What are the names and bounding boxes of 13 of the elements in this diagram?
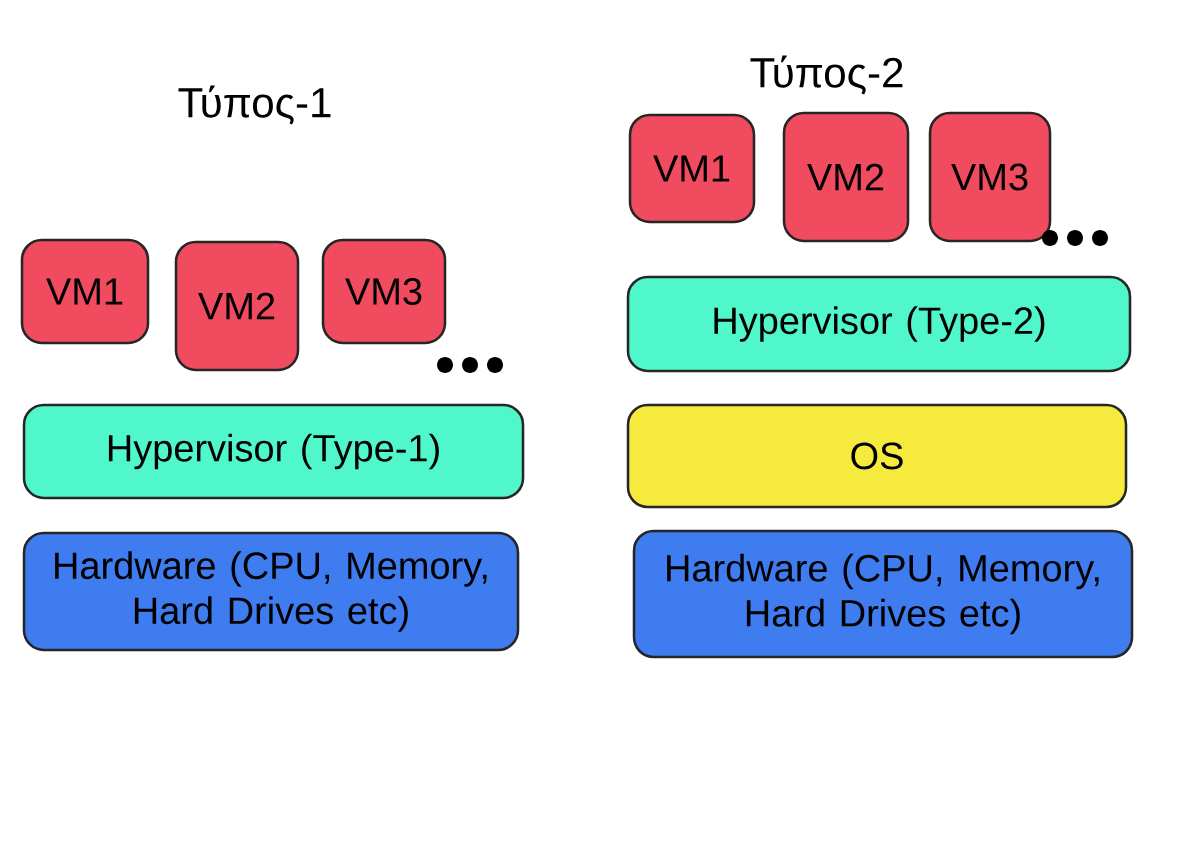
heading: Τύπος-1: [178, 85, 331, 125]
vm-box: VM3: [321, 238, 447, 345]
hypervisor-layer: Hypervisor (Type-2): [626, 275, 1132, 373]
hardware-layer: Hardware (CPU, Memory, Hard Drives etc): [632, 529, 1134, 659]
os-layer: OS: [626, 403, 1128, 509]
heading: Τύπος-2: [750, 55, 903, 95]
vm-box: VM2: [174, 240, 300, 372]
hardware-layer: Hardware (CPU, Memory, Hard Drives etc): [22, 531, 520, 652]
vm-box: VM3: [928, 111, 1052, 243]
vm-box: VM1: [628, 113, 756, 224]
vm-box: VM2: [782, 111, 910, 243]
vm-box: VM1: [20, 238, 150, 345]
hypervisor-layer: Hypervisor (Type-1): [22, 403, 525, 500]
